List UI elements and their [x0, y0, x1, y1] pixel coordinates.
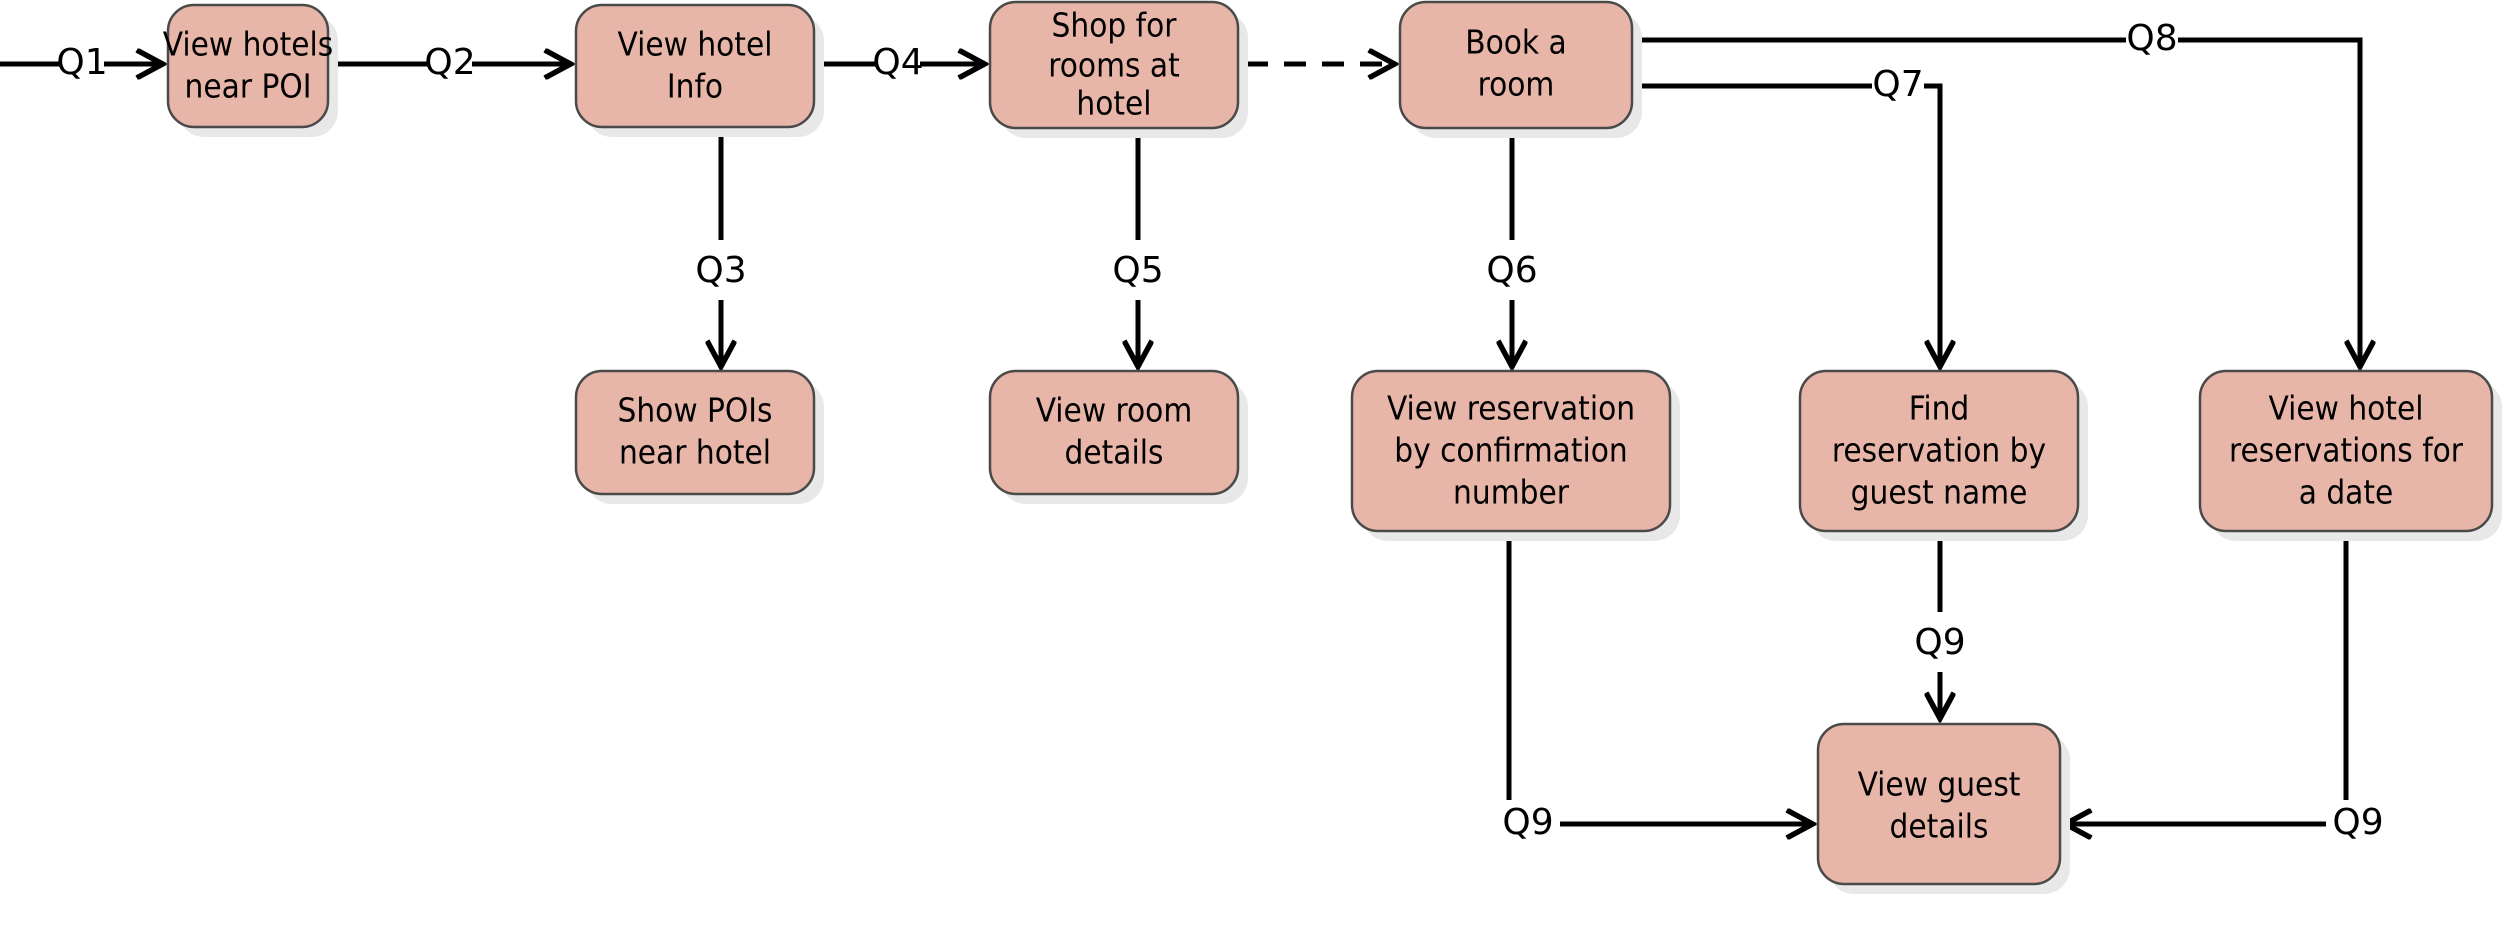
node-view-guest-details[interactable]: View guest details — [1816, 722, 2070, 894]
node-label-line: View hotel — [618, 25, 773, 64]
edge-label-q9-right: Q9 — [2332, 802, 2383, 843]
node-body[interactable] — [574, 369, 816, 496]
node-label-line: Show POIs — [617, 391, 772, 430]
node-label-line: guest name — [1851, 473, 2028, 512]
node-label-line: by confirmation — [1394, 431, 1627, 470]
node-label-line: details — [1065, 433, 1164, 472]
edge-label-q9-left: Q9 — [1502, 802, 1553, 843]
node-shop-for-rooms[interactable]: Shop for rooms at hotel — [988, 0, 1248, 138]
edge-label-q7: Q7 — [1872, 64, 1923, 105]
node-body[interactable] — [1798, 369, 2080, 533]
node-label-line: Book a — [1465, 23, 1567, 62]
node-body[interactable] — [2198, 369, 2494, 533]
node-body[interactable] — [988, 0, 1240, 130]
node-label-line: View room — [1036, 391, 1193, 430]
node-label-line: rooms at — [1048, 46, 1179, 85]
node-label-line: reservations for — [2229, 431, 2464, 470]
node-body[interactable] — [166, 3, 330, 129]
edge-label-q6: Q6 — [1486, 250, 1537, 291]
edge-q7-segment-b — [1924, 83, 1940, 364]
node-view-hotel-reservations-for-a-date[interactable]: View hotel reservations for a date — [2198, 369, 2502, 541]
node-label-line: Shop for — [1052, 6, 1178, 45]
node-label-line: Find — [1909, 389, 1970, 428]
node-show-pois-near-hotel[interactable]: Show POIs near hotel — [574, 369, 824, 504]
edge-layer — [0, 37, 2360, 824]
node-body[interactable] — [1350, 369, 1672, 533]
node-label-line: near hotel — [619, 433, 771, 472]
node-label-line: room — [1478, 65, 1555, 104]
node-label-line: Info — [667, 67, 723, 106]
node-body[interactable] — [574, 3, 816, 129]
node-layer: View hotels near POI View hotel Info Sho… — [163, 0, 2502, 894]
edge-label-q5: Q5 — [1112, 250, 1163, 291]
edge-label-q4: Q4 — [872, 42, 923, 83]
node-view-hotel-info[interactable]: View hotel Info — [574, 3, 824, 137]
node-view-hotels-near-poi[interactable]: View hotels near POI — [163, 3, 338, 137]
node-view-room-details[interactable]: View room details — [988, 369, 1248, 504]
node-label-line: near POI — [185, 67, 312, 106]
node-label-line: details — [1890, 807, 1989, 846]
node-body[interactable] — [1816, 722, 2062, 886]
edge-label-q2: Q2 — [424, 42, 475, 83]
edge-q9-right — [2068, 533, 2349, 824]
edge-q8 — [1632, 37, 2360, 364]
node-label-line: hotel — [1076, 84, 1151, 123]
node-view-reservation-by-confirmation-number[interactable]: View reservation by confirmation number — [1350, 369, 1680, 541]
edge-q9-left — [1506, 533, 1810, 824]
edge-label-q1: Q1 — [56, 42, 107, 83]
node-label-line: View hotels — [163, 25, 333, 64]
node-label-line: View hotel — [2269, 389, 2424, 428]
node-body[interactable] — [988, 369, 1240, 496]
node-book-a-room[interactable]: Book a room — [1398, 0, 1642, 138]
edge-label-layer: Q1 Q2 Q4 Q3 Q5 Q6 Q7 Q8 Q9 Q9 Q9 — [56, 18, 2383, 843]
node-label-line: View guest — [1858, 765, 2021, 804]
edge-q7 — [1632, 83, 1940, 364]
node-label-line: a date — [2299, 473, 2394, 512]
edge-label-q3: Q3 — [695, 250, 746, 291]
edge-label-q9-guest: Q9 — [1914, 622, 1965, 663]
node-label-line: number — [1453, 473, 1570, 512]
node-label-line: reservation by — [1832, 431, 2046, 470]
edge-label-q8: Q8 — [2126, 18, 2177, 59]
edge-q8-segment-b — [2178, 37, 2360, 364]
node-label-line: View reservation — [1387, 389, 1635, 428]
node-find-reservation-by-guest-name[interactable]: Find reservation by guest name — [1798, 369, 2088, 541]
node-body[interactable] — [1398, 0, 1634, 130]
